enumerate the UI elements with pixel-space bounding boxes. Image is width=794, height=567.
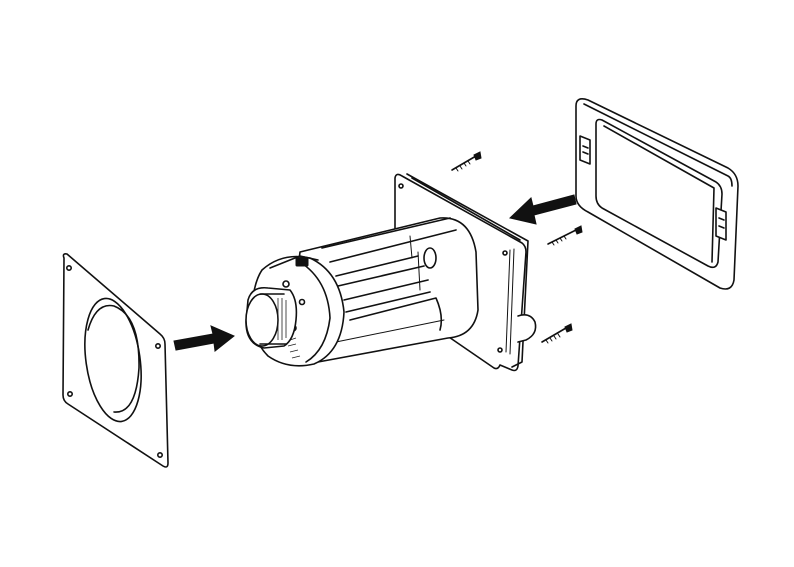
screw-top (452, 152, 481, 171)
arrow-left-icon (510, 195, 576, 224)
arrow-right-icon (174, 326, 234, 351)
screw-middle (548, 226, 582, 245)
front-trim-frame (576, 99, 738, 289)
motor-unit (246, 218, 478, 366)
rear-mounting-plate (63, 254, 168, 467)
screw-bottom (542, 324, 572, 343)
